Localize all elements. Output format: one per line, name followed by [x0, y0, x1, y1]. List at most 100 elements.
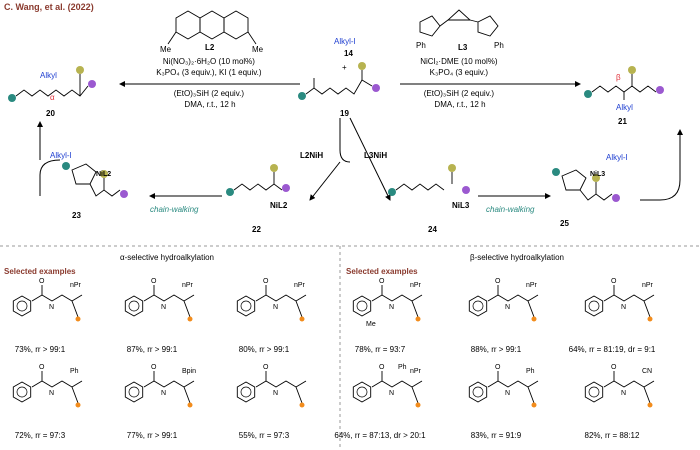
methyl-label: Me [366, 321, 376, 328]
amide-chain [255, 380, 307, 388]
carbonyl-oxygen: O [39, 278, 45, 285]
product-21-alkyl: Alkyl [616, 103, 633, 112]
product-20-olive-dot [76, 66, 84, 74]
amide-chain [31, 294, 83, 302]
substituent-label: nPr [70, 282, 82, 289]
amide-chain [603, 294, 655, 302]
alpha-section-title: α-selective hydroalkylation [120, 253, 214, 262]
amide-chain [603, 380, 655, 388]
ligand-l2-methyl-left: Me [160, 45, 172, 54]
ligand-l3-phenyl-right: Ph [494, 41, 504, 50]
i23-nil2: NiL2 [96, 171, 111, 178]
i22-number: 22 [252, 225, 261, 234]
substituent-label: nPr [182, 282, 194, 289]
example-caption: 64%, rr = 87:13, dr > 20:1 [334, 431, 426, 440]
amide-nitrogen: N [621, 304, 626, 311]
amide-nitrogen: N [273, 390, 278, 397]
i25-teal-dot [552, 168, 560, 176]
carbonyl-oxygen: O [151, 278, 157, 285]
benzene-ring [12, 381, 32, 403]
substituent-label: nPr [294, 282, 306, 289]
i24-nil3: NiL3 [452, 201, 470, 210]
amide-chain [255, 294, 307, 302]
i25-purple-dot [612, 194, 620, 202]
i23-return-line [39, 159, 61, 196]
amide-nitrogen: N [389, 304, 394, 311]
carbonyl-oxygen: O [39, 364, 45, 371]
side-chain [527, 300, 535, 318]
intermediate-24-structure [395, 172, 453, 191]
amide-nitrogen: N [505, 304, 510, 311]
i23-purple-dot [120, 190, 128, 198]
aromatic-circle [472, 300, 484, 312]
carbonyl-oxygen: O [611, 278, 617, 285]
benzene-ring [468, 295, 488, 317]
benzene-ring [236, 295, 256, 317]
side-chain [643, 386, 651, 404]
carbonyl-oxygen: O [495, 278, 501, 285]
i25-olive-dot [592, 174, 600, 182]
amide-chain [143, 294, 195, 302]
product-20-number: 20 [46, 109, 55, 118]
substituent-label: Ph [526, 368, 535, 375]
left-alkyl-iodide: Alkyl-I [50, 151, 72, 160]
terminal-dot [75, 316, 81, 322]
benzene-ring [352, 295, 372, 317]
i22-teal-dot [226, 188, 234, 196]
substituent-label: CN [642, 368, 652, 375]
aromatic-circle [128, 300, 140, 312]
product-20-purple-dot [88, 80, 96, 88]
intermediate-22-structure [233, 172, 283, 191]
i24-olive-dot [448, 164, 456, 172]
example-caption: 82%, rr = 88:12 [585, 431, 640, 440]
aromatic-circle [588, 300, 600, 312]
carbonyl-oxygen: O [611, 364, 617, 371]
terminal-dot [75, 402, 81, 408]
amide-nitrogen: N [273, 304, 278, 311]
substrate-number: 19 [340, 109, 349, 118]
amide-nitrogen: N [49, 390, 54, 397]
aromatic-circle [356, 386, 368, 398]
side-chain [71, 300, 79, 318]
amide-nitrogen: N [49, 304, 54, 311]
carbonyl-oxygen: O [379, 364, 385, 371]
substrate-purple-dot [372, 84, 380, 92]
terminal-dot [299, 316, 305, 322]
side-chain [71, 386, 79, 404]
i25-number: 25 [560, 219, 569, 228]
carbonyl-oxygen: O [263, 364, 269, 371]
reagent-alkyl-iodide: Alkyl-I [334, 37, 356, 46]
product-20-structure [15, 74, 89, 97]
substituent-label: Ph [70, 368, 79, 375]
aromatic-circle [472, 386, 484, 398]
side-chain [411, 300, 419, 318]
amide-chain [143, 380, 195, 388]
l3nih-label: L3NiH [364, 151, 387, 160]
substituent-label: nPr [526, 282, 538, 289]
ligand-l3-structure [419, 9, 499, 37]
example-caption: 80%, rr > 99:1 [239, 345, 290, 354]
substituent-label: nPr [410, 368, 422, 375]
benzene-ring [352, 381, 372, 403]
amide-nitrogen: N [161, 390, 166, 397]
i24-purple-dot [462, 186, 470, 194]
i22-olive-dot [270, 164, 278, 172]
terminal-dot [187, 316, 193, 322]
substrate-19-structure [305, 70, 373, 95]
alpha-selected-label: Selected examples [4, 267, 76, 276]
side-chain [295, 386, 303, 404]
terminal-dot [299, 402, 305, 408]
ligand-l3-phenyl-left: Ph [416, 41, 426, 50]
benzene-ring [124, 381, 144, 403]
amide-nitrogen: N [621, 390, 626, 397]
side-chain [183, 300, 191, 318]
product-20-alkyl: Alkyl [40, 71, 57, 80]
aromatic-circle [240, 300, 252, 312]
